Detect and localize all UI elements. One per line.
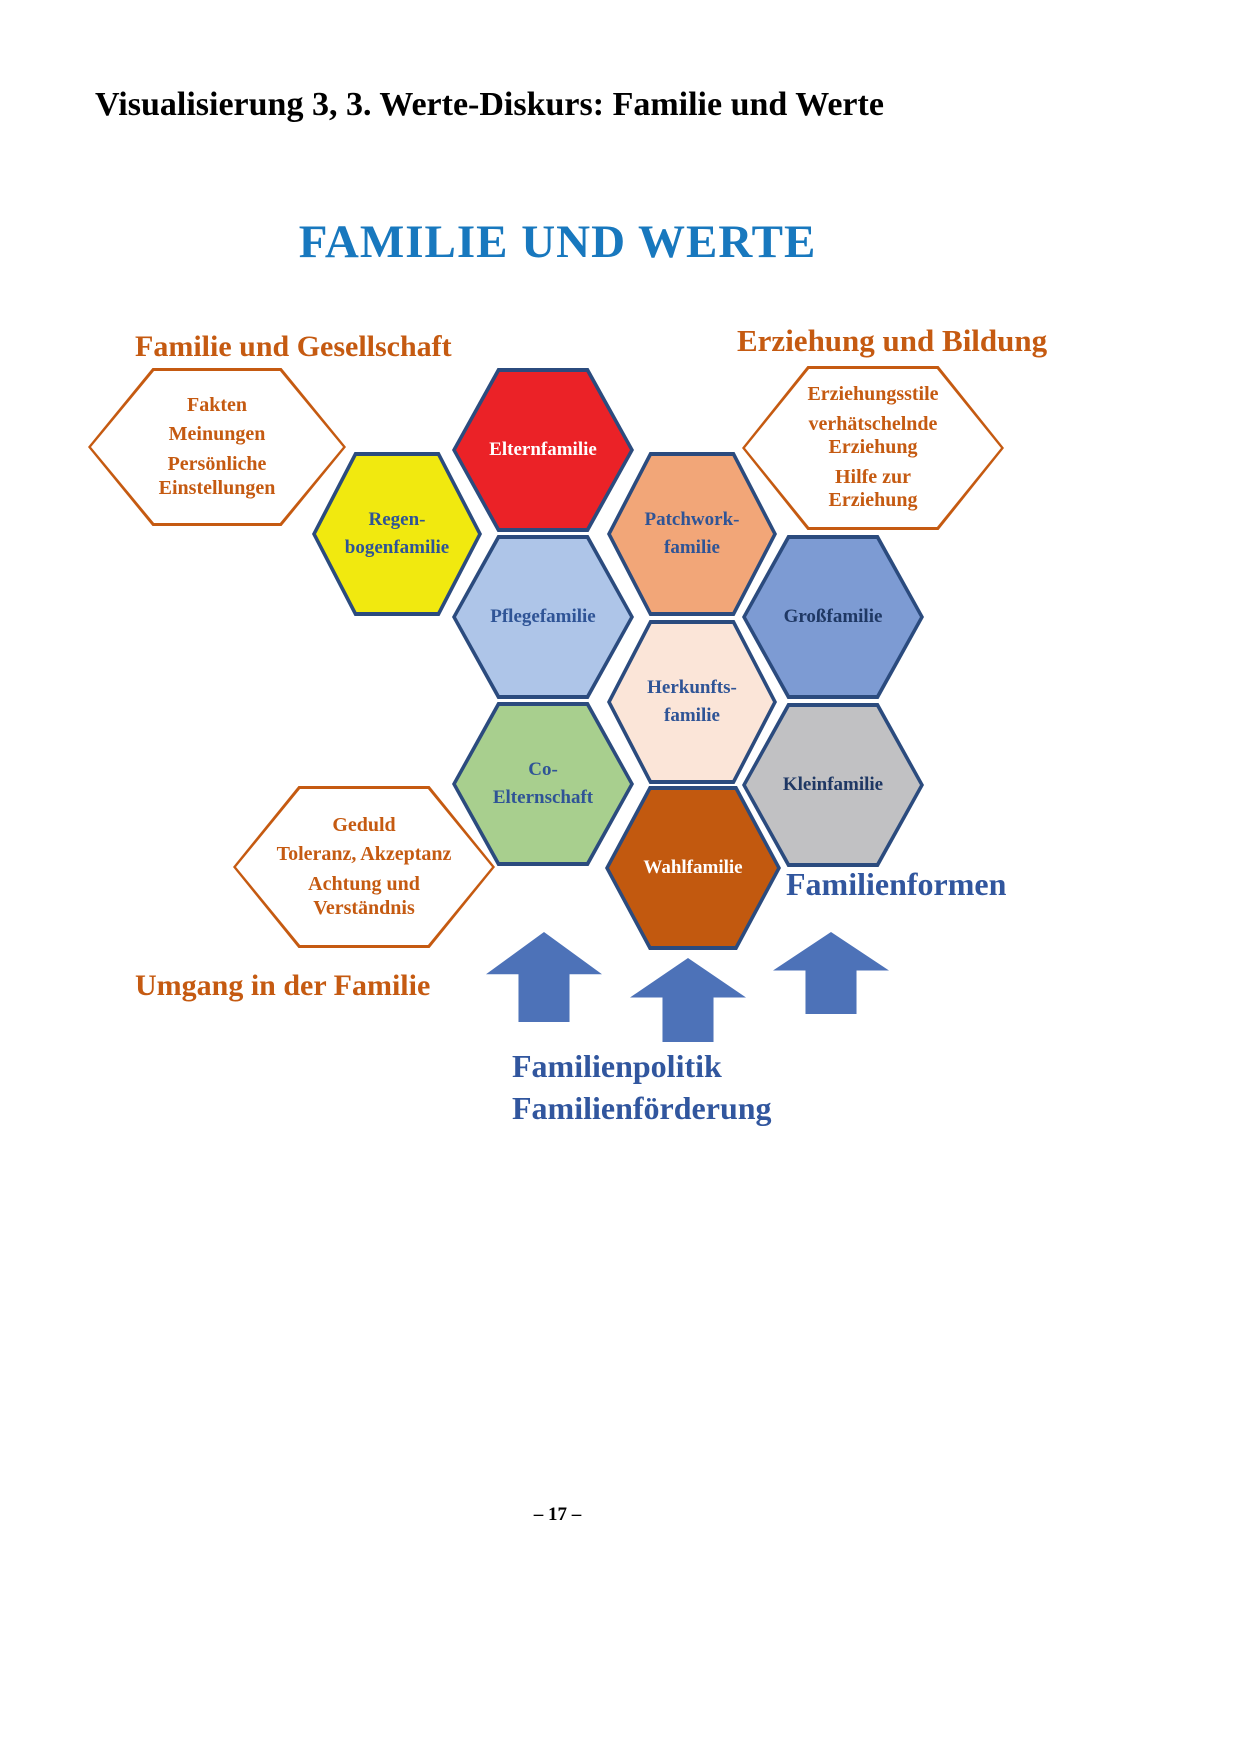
hexagon-label-line: Herkunfts-	[647, 676, 737, 698]
hexagon-label: Wahlfamilie	[605, 786, 781, 950]
hexagon-fill	[456, 539, 630, 695]
hexagon-fill	[316, 456, 478, 612]
page-title: FAMILIE UND WERTE	[298, 216, 817, 268]
hexagon-label-line: bogenfamilie	[344, 537, 450, 558]
hexagon-fill	[456, 706, 630, 862]
hexagon-label-line: Wahlfamilie	[643, 856, 743, 878]
section-label-familienformen: Familienformen	[786, 866, 1007, 902]
hexagon-regenbogenfamilie: Regen-bogenfamilie	[312, 452, 482, 616]
hexagon-label-line: Hilfe zur Erziehung	[828, 465, 918, 512]
hexagon-label: Regen-bogenfamilie	[312, 452, 482, 616]
hexagon-grossfamilie: Großfamilie	[742, 535, 924, 699]
hexagon-co-elternschaft: Co- Elternschaft	[452, 702, 634, 866]
document-header: Visualisierung 3, 3. Werte-Diskurs: Fami…	[95, 86, 884, 123]
section-label-familienpolitik: Familienpolitik	[512, 1048, 722, 1084]
hexagon-label-line: verhätschelnde Erziehung	[808, 412, 938, 459]
hexagon-label-line: Toleranz, Akzeptanz	[276, 843, 452, 866]
hexagon-fill	[609, 790, 777, 946]
hexagon-pflegefamilie: Pflegefamilie	[452, 535, 634, 699]
hexagon-fill	[746, 539, 920, 695]
hexagon-label: Pflegefamilie	[452, 535, 634, 699]
hexagon-fill	[746, 707, 920, 863]
hexagon-label-line: Elternschaft	[492, 787, 594, 808]
hexagon-label-line: familie	[664, 705, 720, 726]
hexagon-label: Herkunfts-familie	[607, 620, 777, 784]
hexagon-label-line: familie	[664, 537, 720, 558]
hexagon-label-line: Geduld	[332, 813, 396, 836]
hexagon-wahlfamilie: Wahlfamilie	[605, 786, 781, 950]
section-label-umgang-in-der-familie: Umgang in der Familie	[135, 969, 431, 1002]
hexagon-fill	[91, 371, 343, 523]
hexagon-label-line: Meinungen	[168, 423, 266, 446]
hexagon-label: Großfamilie	[742, 535, 924, 699]
hexagon-label-line: Regen-	[368, 508, 426, 530]
hexagon-label: Co- Elternschaft	[452, 702, 634, 866]
hexagon-herkunftsfamilie: Herkunfts-familie	[607, 620, 777, 784]
hexagon-patchworkfamilie: Patchwork-familie	[607, 452, 777, 616]
hexagon-label-line: Erziehungsstile	[807, 383, 939, 406]
hexagon-kleinfamilie: Kleinfamilie	[742, 703, 924, 867]
up-arrow-icon	[486, 932, 602, 1022]
page-number: – 17 –	[533, 1504, 582, 1525]
hexagon-label: Patchwork-familie	[607, 452, 777, 616]
hexagon-fill	[745, 369, 1001, 527]
section-label-erziehung-und-bildung: Erziehung und Bildung	[737, 323, 1048, 358]
up-arrow-icon	[773, 932, 889, 1014]
hexagon-label: Elternfamilie	[452, 368, 634, 532]
hexagon-label-line: Pflegefamilie	[490, 605, 596, 627]
hexagon-label-line: Fakten	[187, 393, 247, 416]
hexagon-label-line: Achtung und Verständnis	[308, 873, 420, 919]
hexagon-elternfamilie: Elternfamilie	[452, 368, 634, 532]
hexagon-fill	[611, 624, 773, 780]
up-arrow-icon	[630, 958, 746, 1042]
hexagon-fill	[611, 456, 773, 612]
hexagon-label-line: Großfamilie	[783, 605, 883, 627]
hexagon-label-line: Co-	[528, 758, 558, 780]
hexagon-label: Kleinfamilie	[742, 703, 924, 867]
hexagon-label-line: Patchwork-	[644, 508, 740, 530]
hexagon-label-line: Elternfamilie	[489, 438, 597, 460]
hexagon-fill	[456, 372, 630, 528]
hexagon-label-line: Persönliche Einstellungen	[158, 453, 276, 499]
section-label-familie-und-gesellschaft: Familie und Gesellschaft	[135, 330, 452, 363]
hexagon-label-line: Kleinfamilie	[782, 773, 884, 795]
section-label-familienfoerderung: Familienförderung	[512, 1090, 772, 1126]
